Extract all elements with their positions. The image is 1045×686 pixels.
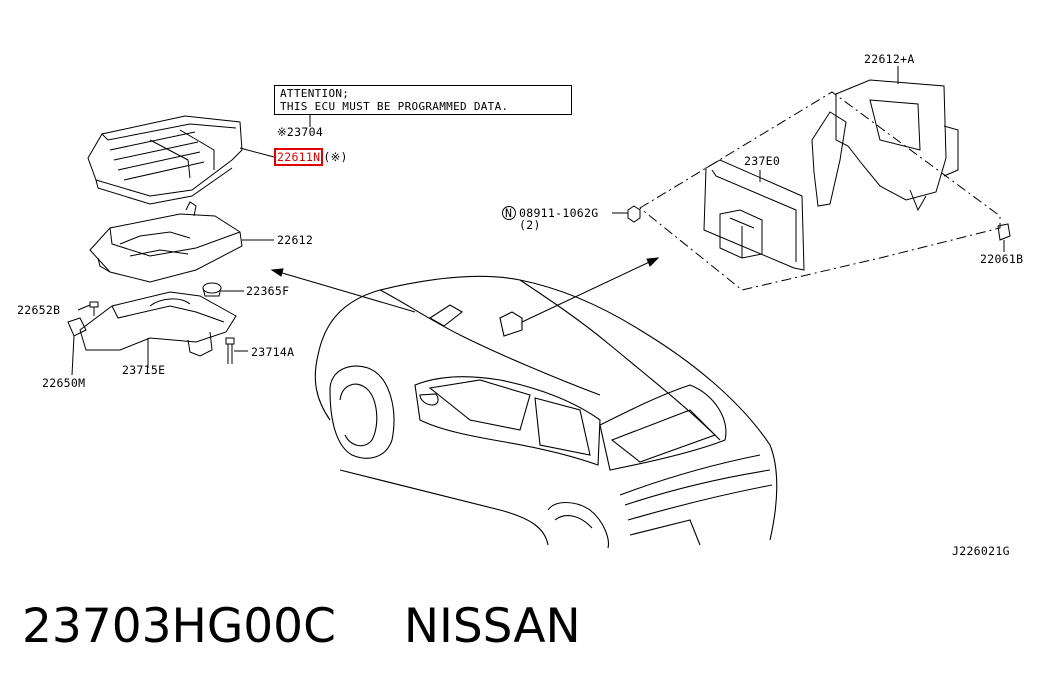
nut-08911-illustration	[612, 206, 640, 222]
label-23715e[interactable]: 23715E	[122, 363, 166, 377]
label-23714a[interactable]: 23714A	[251, 345, 295, 359]
attention-line1: ATTENTION;	[280, 87, 350, 100]
module-237e0-illustration	[704, 160, 804, 270]
leader-22650m	[72, 336, 74, 375]
label-22365f[interactable]: 22365F	[246, 284, 290, 298]
label-08911[interactable]: 08911-1062G	[519, 206, 599, 220]
bolt-23714a-illustration	[226, 338, 248, 364]
bracket-22612a-illustration	[812, 66, 958, 210]
assembly-outline	[640, 92, 1000, 290]
clip-22061b-illustration	[998, 224, 1010, 252]
footer-caption: 23703HG00C NISSAN	[22, 597, 581, 657]
bracket-23715e-illustration	[68, 292, 236, 368]
n-circle-symbol	[503, 207, 516, 220]
brand-name: NISSAN	[403, 599, 581, 654]
label-22611n-suffix: (※)	[323, 150, 348, 164]
bracket-22612-illustration	[90, 202, 274, 282]
arrow-right	[522, 258, 658, 322]
label-237e0[interactable]: 237E0	[744, 154, 781, 168]
screw-22652b-illustration	[78, 302, 98, 316]
attention-box: ATTENTION; THIS ECU MUST BE PROGRAMMED D…	[274, 85, 572, 115]
label-08911-circle: N	[505, 206, 513, 220]
label-22061b[interactable]: 22061B	[980, 252, 1024, 266]
label-22652b[interactable]: 22652B	[17, 303, 61, 317]
label-22650m[interactable]: 22650M	[42, 376, 86, 390]
label-22611n-group: 22611N(※)	[274, 148, 348, 166]
label-23704: ※23704	[277, 125, 324, 139]
attention-line2: THIS ECU MUST BE PROGRAMMED DATA.	[280, 100, 509, 113]
ecu-illustration	[88, 116, 274, 204]
label-22612a[interactable]: 22612+A	[864, 52, 915, 66]
diagram-code: J226021G	[952, 544, 1010, 558]
label-08911-qty: (2)	[519, 218, 541, 232]
label-22612[interactable]: 22612	[277, 233, 314, 247]
label-22611n-highlighted[interactable]: 22611N	[274, 148, 324, 166]
car-illustration	[315, 276, 776, 548]
clip-22365f-illustration	[203, 283, 244, 296]
arrow-left	[272, 269, 415, 312]
part-number: 23703HG00C	[22, 599, 336, 654]
